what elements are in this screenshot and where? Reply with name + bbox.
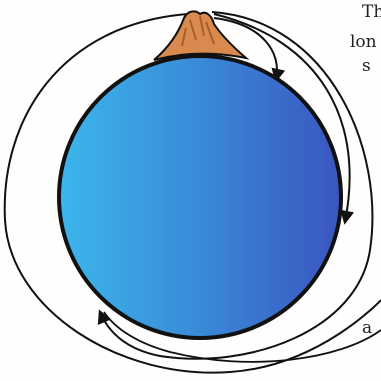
planet-earth [59, 56, 341, 338]
cropped-text-fragment-2: lon [350, 34, 377, 51]
cropped-text-fragment-1: Th [362, 4, 381, 21]
cropped-text-fragment-3: s [362, 58, 371, 75]
cropped-text-fragment-4: a [362, 320, 372, 337]
